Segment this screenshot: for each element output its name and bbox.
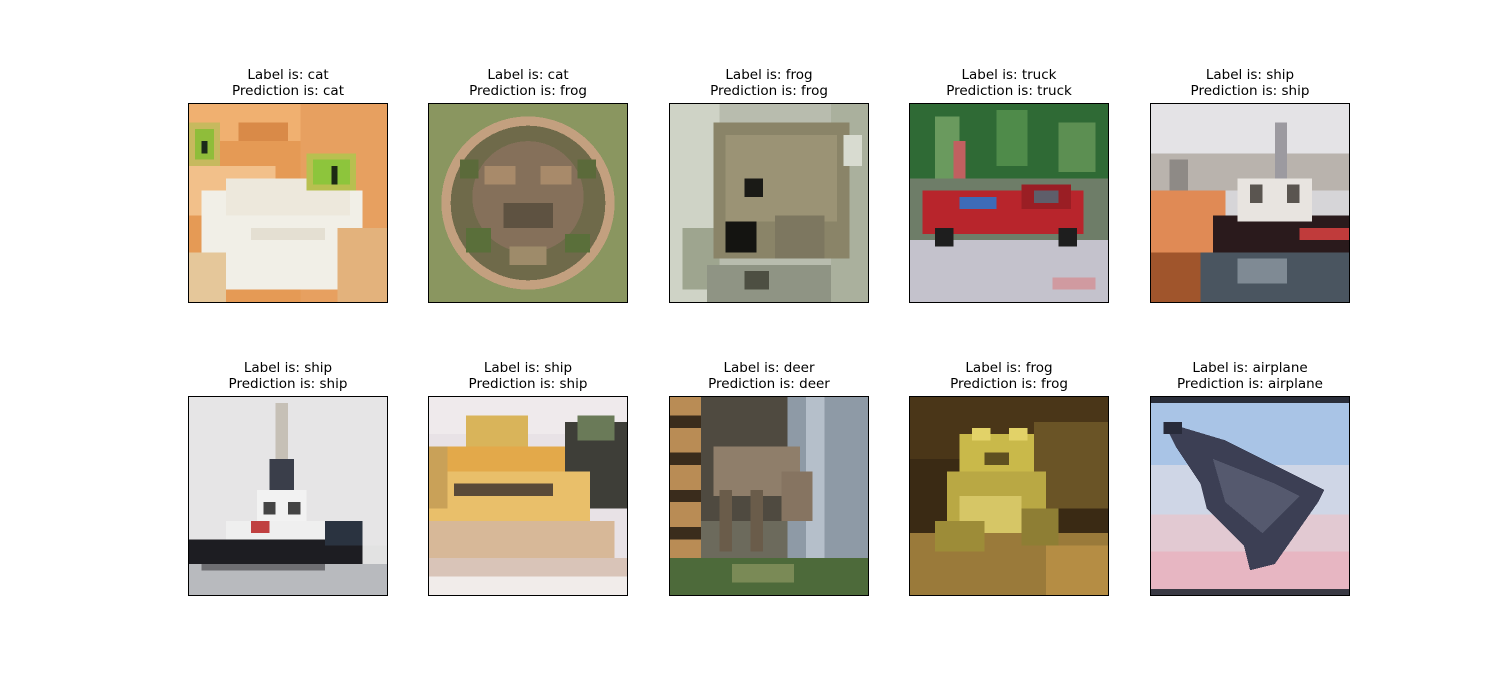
sample-image-ship (428, 396, 628, 596)
label-text: Label is: airplane (1192, 360, 1308, 376)
label-text: Label is: cat (487, 67, 569, 83)
panel-title: Label is: cat Prediction is: frog (378, 67, 678, 99)
label-text: Label is: ship (483, 360, 573, 376)
panel-title: Label is: deer Prediction is: deer (619, 360, 919, 392)
sample-image-cat (428, 103, 628, 303)
sample-image-frog (909, 396, 1109, 596)
prediction-text: Prediction is: cat (232, 83, 344, 99)
panel-title: Label is: frog Prediction is: frog (859, 360, 1159, 392)
sample-image-deer (669, 396, 869, 596)
prediction-text: Prediction is: ship (468, 376, 588, 392)
panel-title: Label is: frog Prediction is: frog (619, 67, 919, 99)
panel-title: Label is: truck Prediction is: truck (859, 67, 1159, 99)
prediction-text: Prediction is: deer (708, 376, 830, 392)
label-text: Label is: ship (1205, 67, 1295, 83)
panel-title: Label is: ship Prediction is: ship (138, 360, 438, 392)
panel-title: Label is: airplane Prediction is: airpla… (1100, 360, 1400, 392)
sample-image-frog (669, 103, 869, 303)
ship-photo-icon (429, 397, 627, 595)
label-text: Label is: frog (725, 67, 813, 83)
truck-photo-icon (910, 104, 1108, 302)
label-text: Label is: deer (723, 360, 815, 376)
prediction-text: Prediction is: frog (469, 83, 587, 99)
prediction-text: Prediction is: frog (950, 376, 1068, 392)
cat-photo-icon (189, 104, 387, 302)
ship-photo-icon (1151, 104, 1349, 302)
label-text: Label is: cat (247, 67, 329, 83)
panel-title: Label is: ship Prediction is: ship (378, 360, 678, 392)
label-text: Label is: frog (965, 360, 1053, 376)
sample-image-ship (188, 396, 388, 596)
sample-image-airplane (1150, 396, 1350, 596)
label-text: Label is: ship (243, 360, 333, 376)
prediction-text: Prediction is: frog (710, 83, 828, 99)
sample-image-truck (909, 103, 1109, 303)
label-text: Label is: truck (961, 67, 1057, 83)
sample-image-cat (188, 103, 388, 303)
panel-title: Label is: ship Prediction is: ship (1100, 67, 1400, 99)
prediction-text: Prediction is: airplane (1176, 376, 1323, 392)
sample-image-ship (1150, 103, 1350, 303)
frog-photo-icon (910, 397, 1108, 595)
deer-photo-icon (670, 397, 868, 595)
panel-title: Label is: cat Prediction is: cat (138, 67, 438, 99)
prediction-text: Prediction is: ship (1190, 83, 1310, 99)
cat-photo-icon (429, 104, 627, 302)
airplane-photo-icon (1151, 397, 1349, 595)
frog-photo-icon (670, 104, 868, 302)
prediction-text: Prediction is: ship (228, 376, 348, 392)
prediction-text: Prediction is: truck (946, 83, 1072, 99)
ship-photo-icon (189, 397, 387, 595)
